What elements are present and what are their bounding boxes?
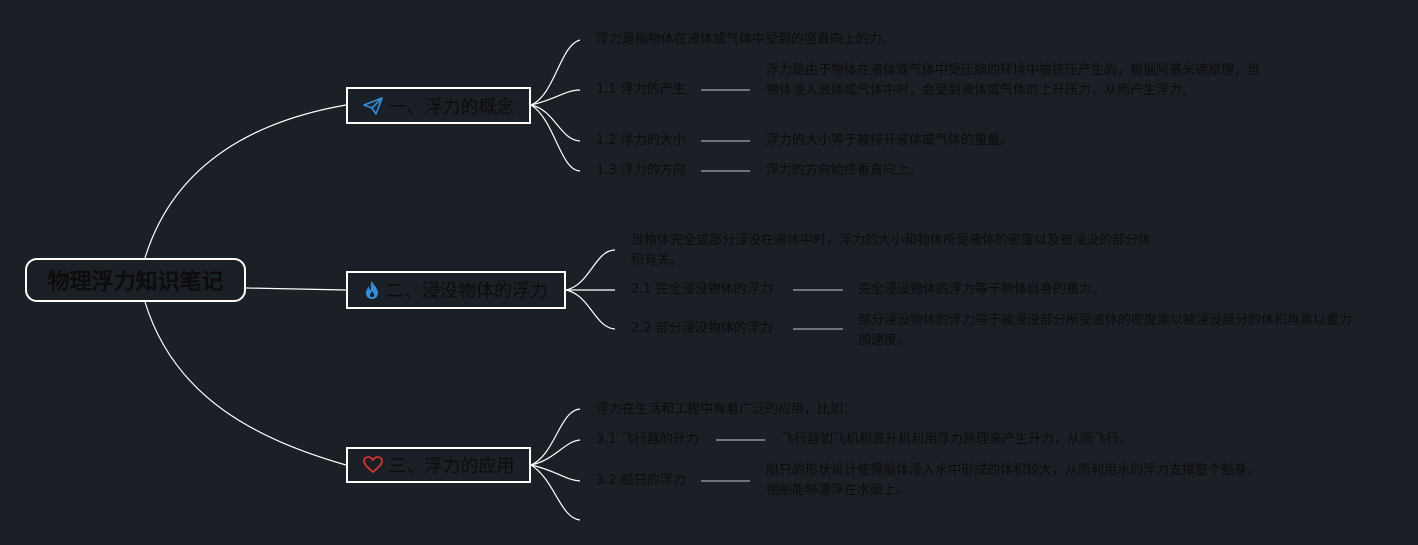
- connector-root-topic-2: [245, 287, 347, 291]
- connector-root-topic-1: [144, 104, 347, 259]
- paper-plane-icon: [362, 96, 383, 115]
- topic-2-item-2-desc: 部分浸没物体的浮力等于被浸没部分所受液体的密度乘以被浸没部分的体积再乘以重力加速…: [858, 313, 1353, 348]
- topic-title: 二、浸没物体的浮力: [386, 281, 548, 302]
- connector-topic-1-item-3: [530, 104, 581, 172]
- topic-title: 一、浮力的概念: [388, 96, 515, 118]
- connector-topic-3-item-2: [530, 464, 581, 482]
- topic-3-item-2-label: 3.2 船只的浮力: [596, 473, 686, 488]
- topic-1-item-2-desc: 浮力的大小等于被排开液体或气体的重量。: [766, 133, 1014, 148]
- topic-node-application[interactable]: 三、浮力的应用: [346, 447, 531, 483]
- topic-1-item-3-label: 1.3 浮力的方向: [596, 163, 686, 178]
- connector-topic-3-item-1: [530, 439, 581, 466]
- root-node[interactable]: 物理浮力知识笔记: [25, 258, 246, 302]
- connector-topic-2-item-2: [565, 289, 616, 330]
- topic-node-concept[interactable]: 一、浮力的概念: [346, 87, 531, 124]
- topic-1-item-1-desc: 浮力是由于物体在液体或气体中受压缩的环境中被挤压产生的，根据阿基米德原理，当物体…: [766, 63, 1261, 98]
- topic-1-intro: 浮力是指物体在液体或气体中受到的竖直向上的力。: [596, 32, 896, 47]
- topic-2-intro: 当物体完全或部分浸没在液体中时，浮力的大小和物体所受液体的密度以及被浸没的部分体…: [631, 233, 1152, 268]
- connector-topic-3-intro: [530, 408, 581, 466]
- topic-2-item-1-desc: 完全浸没物体的浮力等于物体自身的重力。: [858, 282, 1106, 297]
- topic-2-item-1-label: 2.1 完全浸没物体的浮力: [631, 282, 773, 297]
- connector-topic-1-item-1: [530, 89, 581, 106]
- topic-title: 三、浮力的应用: [388, 456, 515, 477]
- topic-1-item-1-label: 1.1 浮力的产生: [596, 82, 686, 97]
- topic-node-immersed[interactable]: 二、浸没物体的浮力: [346, 271, 566, 309]
- flame-icon: [364, 280, 380, 300]
- connector-topic-3-empty: [530, 464, 581, 521]
- topic-2-item-2-label: 2.2 部分浸没物体的浮力: [631, 321, 773, 336]
- topic-3-item-2-desc: 船只的形状设计使得船体浸入水中形成的体积较大，从而利用水的浮力支撑整个船身，使船…: [766, 463, 1261, 498]
- topic-1-item-3-desc: 浮力的方向始终垂直向上。: [766, 163, 923, 178]
- topic-3-item-1-desc: 飞行器如飞机和直升机利用浮力原理来产生升力，从而飞行。: [781, 432, 1133, 447]
- connector-topic-1-item-2: [530, 104, 581, 142]
- connector-topic-1-intro: [530, 39, 581, 106]
- root-title: 物理浮力知识笔记: [47, 270, 224, 295]
- topic-3-intro: 浮力在生活和工程中有着广泛的应用，比如：: [596, 402, 857, 417]
- topic-3-item-1-label: 3.1 飞行器的升力: [596, 432, 699, 447]
- connector-topic-2-intro: [565, 249, 616, 291]
- heart-icon: [362, 456, 383, 474]
- connector-root-topic-3: [144, 301, 347, 466]
- topic-1-item-2-label: 1.2 浮力的大小: [596, 133, 686, 148]
